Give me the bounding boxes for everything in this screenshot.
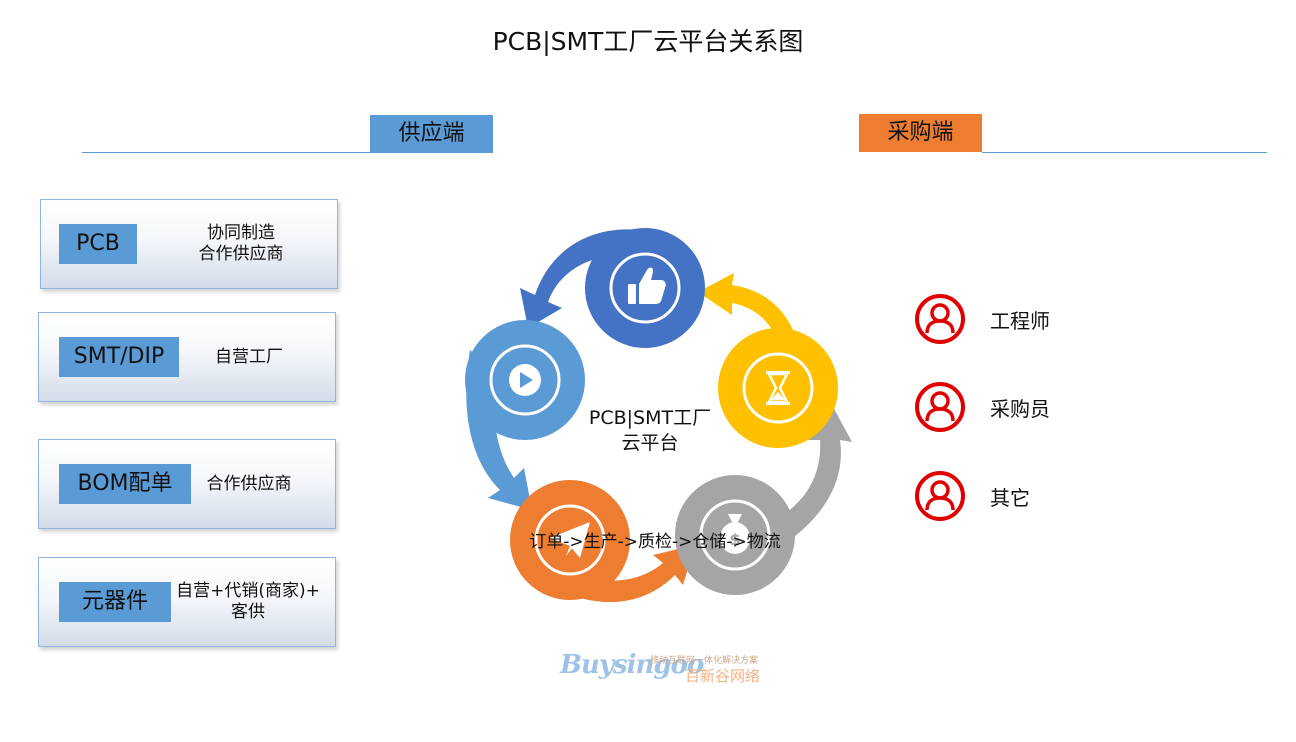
supply-header: 供应端 (370, 115, 493, 153)
node-send (510, 480, 630, 600)
purchase-divider (982, 152, 1267, 153)
money-bag-icon: $ (720, 514, 750, 554)
supply-tag: SMT/DIP (59, 337, 179, 377)
cycle-center-line: 云平台 (621, 432, 679, 454)
supply-tag: BOM配单 (59, 464, 191, 504)
role-label: 其它 (990, 486, 1030, 510)
arrow-bag-to-hourglass (775, 405, 852, 540)
node-play (465, 320, 585, 440)
supply-card-pcb[interactable]: PCB 协同制造 合作供应商 (40, 199, 338, 289)
svg-text:$: $ (729, 530, 740, 549)
node-money-bag: $ (675, 475, 795, 595)
supply-desc: 合作供应商 (197, 440, 301, 528)
play-icon (509, 364, 541, 396)
cycle-center-label: PCB|SMT工厂 云平台 (570, 406, 730, 456)
cycle-flow-label: 订单->生产->质检->仓储->物流 (529, 532, 781, 552)
hourglass-icon (766, 371, 790, 405)
supply-desc-line: 合作供应商 (206, 473, 292, 494)
send-icon (550, 522, 590, 558)
person-icon (915, 382, 965, 432)
supply-card-components[interactable]: 元器件 自营+代销(商家)+ 客供 (38, 557, 336, 647)
thumbs-up-icon (628, 267, 666, 304)
cycle-diagram: $ (465, 228, 852, 603)
node-thumbs-up (585, 228, 705, 348)
supply-desc: 协同制造 合作供应商 (171, 200, 311, 288)
page-title: PCB|SMT工厂云平台关系图 (492, 27, 804, 56)
role-label: 工程师 (990, 309, 1050, 333)
supply-desc-line: 合作供应商 (198, 244, 284, 264)
brand-cn-name: 百新谷网络 (685, 667, 761, 685)
supply-tag: PCB (59, 224, 137, 264)
supply-desc: 自营+代销(商家)+ 客供 (173, 558, 323, 646)
role-label: 采购员 (990, 397, 1050, 421)
supply-desc: 自营工厂 (199, 313, 299, 401)
supply-tag: 元器件 (59, 582, 171, 622)
node-hourglass (718, 328, 838, 448)
supply-desc-line: 协同制造 (207, 223, 275, 243)
supply-card-bom[interactable]: BOM配单 合作供应商 (38, 439, 336, 529)
arrow-hourglass-to-thumbs (698, 273, 800, 355)
supply-desc-line: 客供 (231, 602, 265, 622)
supply-card-smt[interactable]: SMT/DIP 自营工厂 (38, 312, 336, 402)
brand-logo-word: Buysingoo (560, 650, 704, 680)
person-icon (915, 294, 965, 344)
supply-desc-line: 自营+代销(商家)+ (176, 581, 320, 601)
supply-desc-line: 自营工厂 (215, 346, 283, 367)
brand-tagline: 移动互联网一体化解决方案 (650, 656, 759, 666)
supply-divider (82, 152, 374, 153)
brand-watermark: Buysingoo 移动互联网一体化解决方案 百新谷网络 (560, 650, 780, 690)
purchase-header: 采购端 (859, 114, 982, 152)
person-icon (915, 471, 965, 521)
cycle-center-line: PCB|SMT工厂 (588, 407, 712, 429)
